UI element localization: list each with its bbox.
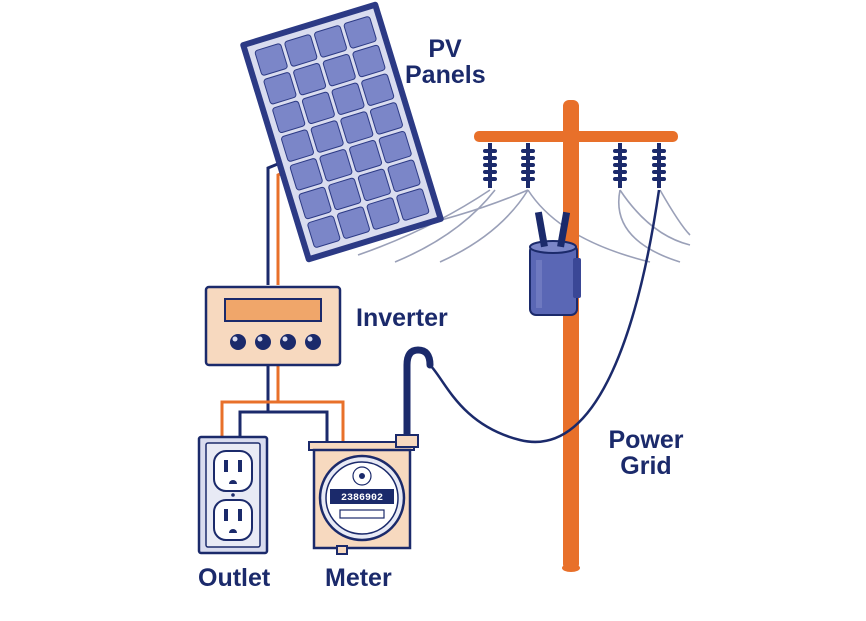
receptacle-top [213, 450, 253, 492]
meter-label: Meter [325, 564, 392, 592]
pv-cell [331, 82, 365, 115]
pv-cell [328, 177, 362, 211]
pv-cell [322, 53, 356, 87]
pv-cell [366, 197, 400, 230]
pv-cell [337, 206, 370, 239]
inverter-to-loads-wires [220, 365, 345, 442]
service-drop-cable [429, 189, 661, 444]
pv-cell [272, 100, 306, 134]
pv-cell [340, 111, 374, 144]
pv-cell [361, 73, 395, 106]
pv-cell [396, 188, 430, 221]
pv-cell [254, 43, 288, 76]
transformer [529, 211, 581, 316]
pv-cell [349, 140, 383, 173]
pv-label-line1: PV [428, 35, 462, 63]
receptacle-bottom [213, 499, 253, 541]
utility-pole [474, 100, 678, 572]
pv-cell [352, 44, 386, 78]
pv-cell [289, 158, 323, 191]
pv-cell [319, 149, 353, 182]
pv-panels-label: PV Panels [405, 35, 486, 89]
pv-cell [263, 72, 297, 105]
pv-cell [357, 168, 391, 201]
pv-cell [378, 130, 412, 164]
outlet-label: Outlet [198, 564, 271, 592]
outlet-box [197, 435, 269, 555]
pv-cell [281, 129, 314, 162]
pv-cell [310, 120, 344, 153]
pv-panel [240, 1, 444, 263]
pv-cell [343, 16, 377, 49]
inverter-box [204, 285, 342, 367]
meter-reading: 2386902 [341, 493, 383, 504]
pv-label-line2: Panels [405, 61, 486, 89]
pv-cell [284, 34, 318, 67]
pv-cell [307, 215, 341, 248]
pv-cell [301, 91, 335, 124]
pv-cell [293, 63, 327, 96]
pv-cell [387, 159, 421, 192]
meter-mast [403, 346, 434, 444]
power-grid-label: Power Grid [601, 427, 691, 479]
pv-cell [370, 102, 403, 135]
pv-cell [314, 25, 347, 58]
grid-label-line2: Grid [620, 452, 672, 480]
inverter-label: Inverter [356, 304, 448, 332]
meter-box: 2386902 [308, 434, 419, 555]
grid-label-line1: Power [608, 426, 684, 454]
pv-cell [298, 186, 332, 220]
insulators [483, 143, 666, 188]
